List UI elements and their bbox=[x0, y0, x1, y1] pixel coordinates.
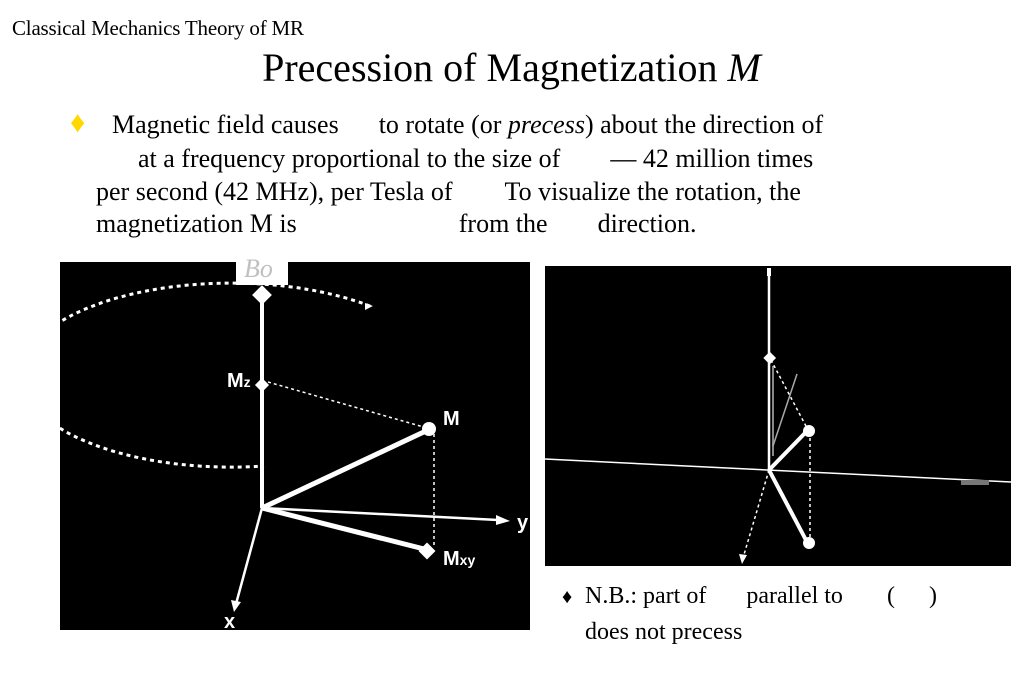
line4-part-a: magnetization M is bbox=[96, 209, 297, 238]
precession-path bbox=[19, 281, 371, 469]
line1-part-b: to rotate (or bbox=[378, 110, 508, 139]
x-axis-label: x bbox=[224, 611, 236, 633]
mxy-vector bbox=[261, 505, 429, 553]
mxy-vector-tip-2 bbox=[803, 537, 815, 549]
line1-part-d: ) about the direction of bbox=[584, 110, 824, 139]
body-line-3: per second (42 MHz), per Tesla of To visu… bbox=[96, 177, 801, 207]
line1-part-a: Magnetic field causes bbox=[112, 110, 339, 139]
dotted-down-line bbox=[742, 469, 770, 559]
mz-projection bbox=[267, 381, 428, 429]
m-vector bbox=[260, 427, 430, 511]
y-axis-arrowhead bbox=[496, 515, 510, 525]
line2-part-b: — 42 million times bbox=[610, 144, 814, 173]
note-part-d: ) bbox=[928, 583, 937, 609]
mz-label-main: M bbox=[227, 370, 244, 392]
diagonal-line bbox=[772, 373, 798, 447]
line1-precess: precess bbox=[507, 110, 585, 139]
mxy-vector-2 bbox=[767, 469, 809, 543]
precession-arrowhead bbox=[365, 303, 373, 310]
bo-axis-tip bbox=[252, 285, 272, 305]
note-line-1: N.B.: part of parallel to () bbox=[585, 583, 937, 610]
body-line-1: Magnetic field causes to rotate (or prece… bbox=[112, 110, 823, 140]
note-part-c: ( bbox=[886, 583, 895, 609]
line4-part-b: from the bbox=[458, 209, 548, 238]
title-text: Precession of Magnetization bbox=[262, 45, 728, 90]
m-vector-2 bbox=[767, 429, 809, 472]
note-part-b: parallel to bbox=[746, 583, 843, 609]
horizon-axis bbox=[544, 458, 1012, 483]
mxy-label: Mxy bbox=[443, 548, 475, 571]
dotted-down-arrowhead bbox=[739, 554, 747, 564]
note-line-2: does not precess bbox=[585, 619, 743, 645]
vertical-axis-tip bbox=[767, 268, 771, 276]
line2-part-a: at a frequency proportional to the size … bbox=[138, 144, 561, 173]
note-bullet-icon: ♦ bbox=[562, 586, 573, 608]
mz-marker-2 bbox=[763, 351, 777, 365]
mz-marker bbox=[254, 377, 270, 393]
y-axis-label: y bbox=[517, 512, 529, 534]
line3-part-b: To visualize the rotation, the bbox=[504, 177, 801, 206]
body-line-4: magnetization M is from the direction. bbox=[96, 209, 696, 239]
mz-projection-2 bbox=[770, 359, 808, 429]
m-vector-tip-2 bbox=[803, 425, 815, 437]
body-line-2: at a frequency proportional to the size … bbox=[138, 144, 813, 174]
line4-part-c: direction. bbox=[597, 209, 697, 238]
mz-label-sub: z bbox=[243, 374, 251, 390]
horizon-axis-tip bbox=[961, 480, 989, 485]
mxy-label-sub: xy bbox=[459, 552, 476, 568]
x-axis-arrowhead bbox=[231, 600, 241, 612]
bo-label: Bo bbox=[244, 254, 273, 283]
m-label: M bbox=[443, 408, 460, 430]
slide-title: Precession of Magnetization M bbox=[0, 44, 1023, 91]
bo-label-box bbox=[236, 255, 288, 285]
note-part-a: N.B.: part of bbox=[585, 583, 707, 609]
title-italic-m: M bbox=[727, 45, 761, 90]
slide-header: Classical Mechanics Theory of MR bbox=[12, 16, 304, 40]
y-axis bbox=[261, 506, 499, 522]
mxy-vector-tip bbox=[418, 542, 436, 560]
precession-diagram bbox=[19, 262, 530, 630]
bullet-diamond-icon: ♦ bbox=[70, 106, 86, 139]
line3-part-a: per second (42 MHz), per Tesla of bbox=[96, 177, 453, 206]
perspective-diagram bbox=[544, 266, 1012, 566]
x-axis bbox=[234, 507, 264, 605]
precession-diagram-svg bbox=[19, 281, 510, 612]
mz-label: Mz bbox=[227, 370, 251, 393]
perspective-diagram-svg bbox=[544, 268, 1012, 564]
m-vector-tip bbox=[422, 422, 436, 436]
mxy-label-main: M bbox=[443, 548, 460, 570]
